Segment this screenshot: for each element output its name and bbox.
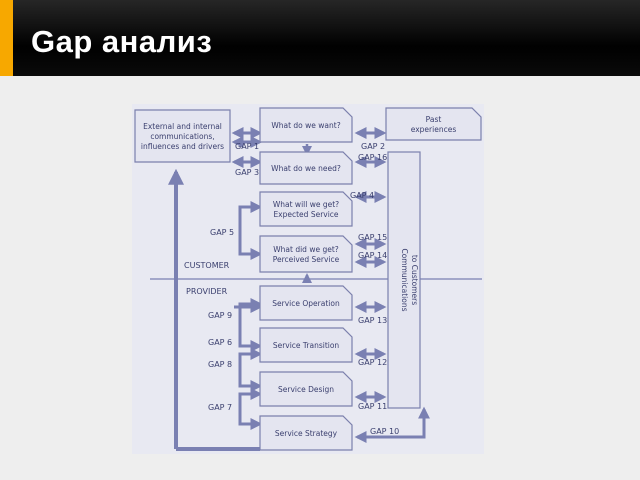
box-service-design-label-1: Service Design xyxy=(278,385,334,394)
gap5-bracket xyxy=(238,201,263,260)
gap-3-label: GAP 3 xyxy=(235,168,259,177)
gap-labels: External and internalcommunications,infl… xyxy=(141,115,456,438)
gap-2-label: GAP 2 xyxy=(361,142,385,151)
box-what-do-we-want xyxy=(259,107,353,143)
gap-4-label: GAP 4 xyxy=(350,191,374,200)
box-service-operation xyxy=(259,285,353,321)
box-expected-service xyxy=(259,191,353,227)
gap-10-label: GAP 10 xyxy=(370,427,399,436)
gap10-connector xyxy=(354,406,430,443)
diagram-boxes xyxy=(134,107,482,451)
gap6-bracket xyxy=(238,298,263,352)
box-external-communications-label-1: External and internal xyxy=(143,122,222,131)
box-external-communications-label-3: influences and drivers xyxy=(141,142,224,151)
gap-1-label: GAP 1 xyxy=(235,142,259,151)
box-perceived-service-label-2: Perceived Service xyxy=(273,255,340,264)
box-expected-service-label-1: What will we get? xyxy=(273,200,339,209)
gap-14-label: GAP 14 xyxy=(358,251,387,260)
box-service-strategy-label-1: Service Strategy xyxy=(275,429,338,438)
box-perceived-service xyxy=(259,235,353,273)
gap-12-label: GAP 12 xyxy=(358,358,387,367)
gap-16-label: GAP 16 xyxy=(358,153,387,162)
communications-label-1: Communications xyxy=(400,248,409,311)
slide-header: Gap анализ xyxy=(0,0,640,76)
gap-7-label: GAP 7 xyxy=(208,403,232,412)
gap-diagram-svg: External and internalcommunications,infl… xyxy=(132,104,484,454)
customer-label: CUSTOMER xyxy=(184,261,230,270)
box-communications-to-customers xyxy=(387,151,421,409)
box-what-do-we-need xyxy=(259,151,353,185)
box-what-do-we-need-label-1: What do we need? xyxy=(271,164,341,173)
gap-11-label: GAP 11 xyxy=(358,402,387,411)
gap-13-label: GAP 13 xyxy=(358,316,387,325)
box-past-experiences xyxy=(385,107,482,141)
box-external-communications-label-2: communications, xyxy=(150,132,214,141)
box-what-do-we-want-label-1: What do we want? xyxy=(271,121,340,130)
box-expected-service-label-2: Expected Service xyxy=(273,210,338,219)
box-service-operation-label-1: Service Operation xyxy=(272,299,340,308)
connector-lines xyxy=(150,127,482,451)
gap-6-label: GAP 6 xyxy=(208,338,232,347)
gap-9-label: GAP 9 xyxy=(208,311,232,320)
header-shine xyxy=(13,0,640,48)
box-past-experiences-label-2: experiences xyxy=(411,125,457,134)
box-external-communications xyxy=(134,109,231,163)
box-past-experiences-label-1: Past xyxy=(426,115,442,124)
box-service-transition-label-1: Service Transition xyxy=(273,341,340,350)
communications-label-2: to Customers xyxy=(410,255,419,305)
provider-label: PROVIDER xyxy=(186,287,228,296)
accent-bar xyxy=(0,0,13,76)
gap-15-label: GAP 15 xyxy=(358,233,387,242)
box-service-strategy xyxy=(259,415,353,451)
gap8-bracket xyxy=(238,348,263,392)
box-service-design xyxy=(259,371,353,407)
box-service-transition xyxy=(259,327,353,363)
gap-8-label: GAP 8 xyxy=(208,360,232,369)
box-perceived-service-label-1: What did we get? xyxy=(273,245,339,254)
slide-title: Gap анализ xyxy=(31,24,213,59)
gap7-bracket xyxy=(238,388,263,430)
gap-5-label: GAP 5 xyxy=(210,228,234,237)
